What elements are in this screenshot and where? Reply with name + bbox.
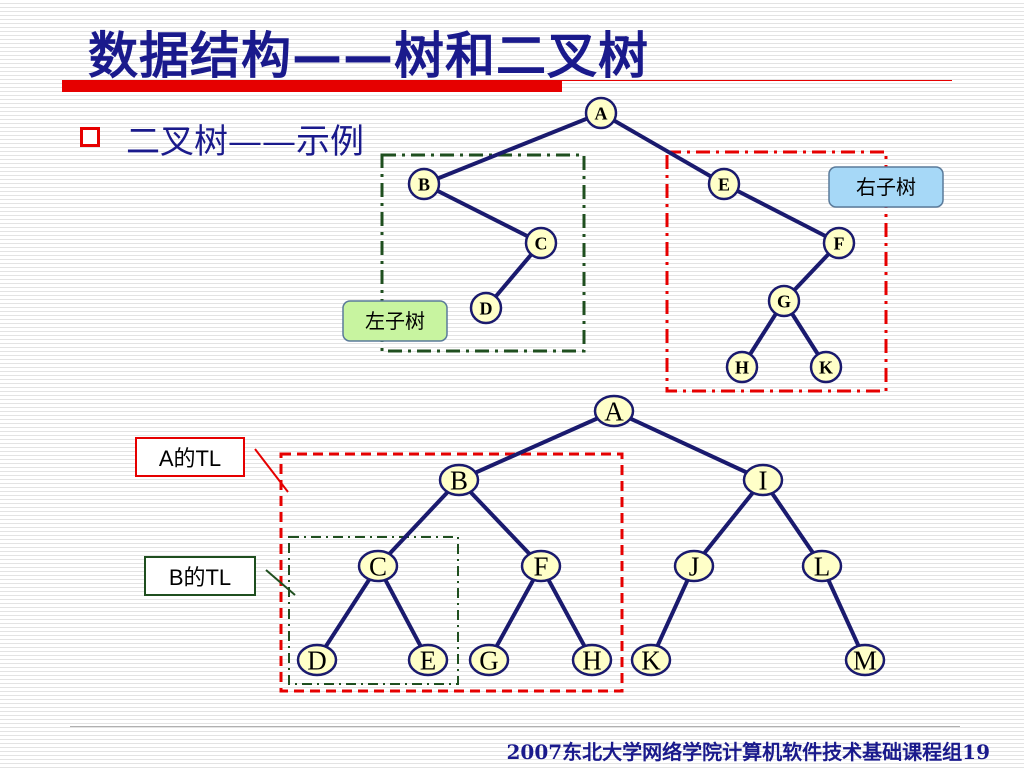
top-node-H: H: [725, 350, 759, 384]
bottom-edge-C-D: [315, 564, 380, 662]
bottom-node-J-label: J: [689, 552, 700, 582]
bottom-edge-L-M: [820, 564, 867, 662]
bottom-node-I: I: [742, 463, 784, 497]
top-node-F-label: F: [834, 233, 845, 253]
subtree-boxes: [279, 150, 888, 693]
bottom-node-E-label: E: [420, 646, 437, 676]
bottom-node-I-label: I: [759, 466, 768, 496]
top-edge-E-F: [722, 182, 841, 245]
a-tl-connector: [254, 448, 289, 493]
top-edge-A-B: [422, 111, 603, 186]
bottom-node-K-label: K: [641, 646, 661, 676]
bottom-edge-B-F: [457, 478, 543, 568]
bottom-edge-J-K: [649, 564, 696, 662]
bottom-node-C-label: C: [369, 552, 387, 582]
bottom-node-K: K: [630, 643, 672, 677]
b-tl-connector: [265, 569, 296, 596]
slide-subtitle: 二叉树——示例: [126, 122, 364, 162]
top-node-G: G: [767, 284, 801, 318]
bottom-edge-A-I: [612, 409, 765, 482]
top-node-A-label: A: [595, 103, 608, 123]
bottom-node-C: C: [357, 549, 399, 583]
top-edge-B-C: [422, 182, 543, 245]
top-node-B-label: B: [418, 174, 430, 194]
top-edge-A-E: [599, 111, 726, 186]
bottom-node-J: J: [673, 549, 715, 583]
slide-footer: 2007东北大学网络学院计算机软件技术基础课程组19: [506, 740, 991, 764]
top-node-K: K: [809, 350, 843, 384]
bottom-node-A: A: [593, 394, 635, 428]
footer-divider: [70, 726, 960, 727]
bottom-node-M-label: M: [853, 646, 877, 676]
bottom-node-L: L: [801, 549, 843, 583]
bottom-node-A-label: A: [604, 397, 624, 427]
bottom-node-F-label: F: [533, 552, 548, 582]
label-a-tl: A的TL: [135, 437, 245, 477]
bottom-edge-F-H: [539, 564, 594, 662]
bottom-node-B: B: [438, 463, 480, 497]
top-node-C: C: [524, 226, 558, 260]
top-node-A: A: [584, 96, 618, 130]
top-left-subtree-box: [380, 153, 586, 353]
bottom-node-H: H: [571, 643, 613, 677]
tree-nodes: A B C D E F G H K A B I C F J L D E G H K M: [296, 96, 886, 677]
bottom-node-H-label: H: [582, 646, 602, 676]
bottom-edge-F-G: [487, 564, 543, 662]
bottom-node-G: G: [468, 643, 510, 677]
bottom-edge-I-J: [692, 478, 765, 568]
top-node-E: E: [707, 167, 741, 201]
bottom-node-D-label: D: [307, 646, 327, 676]
right-subtree-label-text: 右子树: [856, 175, 916, 199]
top-node-E-label: E: [718, 174, 730, 194]
bottom-node-F: F: [520, 549, 562, 583]
bottom-node-B-label: B: [450, 466, 468, 496]
bottom-edge-B-C: [376, 478, 461, 568]
top-node-D-label: D: [480, 298, 493, 318]
tree-edges: [315, 111, 867, 662]
bottom-node-E: E: [407, 643, 449, 677]
top-node-K-label: K: [819, 357, 833, 377]
left-subtree-label: 左子树: [342, 300, 448, 342]
right-subtree-label: 右子树: [828, 166, 944, 208]
title-underline-bar: [62, 80, 562, 92]
top-node-C-label: C: [535, 233, 548, 253]
bottom-edge-A-B: [457, 409, 616, 482]
top-node-H-label: H: [735, 357, 749, 377]
top-right-subtree-box: [665, 150, 888, 393]
bottom-edge-I-L: [761, 478, 824, 568]
bottom-node-L-label: L: [814, 552, 831, 582]
slide-title: 数据结构——树和二叉树: [88, 27, 649, 85]
bottom-node-D: D: [296, 643, 338, 677]
bottom-node-M: M: [844, 643, 886, 677]
top-node-G-label: G: [777, 291, 791, 311]
bullet-square-icon: [80, 127, 100, 147]
top-node-F: F: [822, 226, 856, 260]
bottom-edge-C-E: [376, 564, 430, 662]
bottom-node-G-label: G: [479, 646, 499, 676]
top-node-D: D: [469, 291, 503, 325]
left-subtree-label-text: 左子树: [365, 309, 425, 333]
label-b-tl: B的TL: [144, 556, 256, 596]
b-tl-box: [288, 536, 459, 685]
top-node-B: B: [407, 167, 441, 201]
